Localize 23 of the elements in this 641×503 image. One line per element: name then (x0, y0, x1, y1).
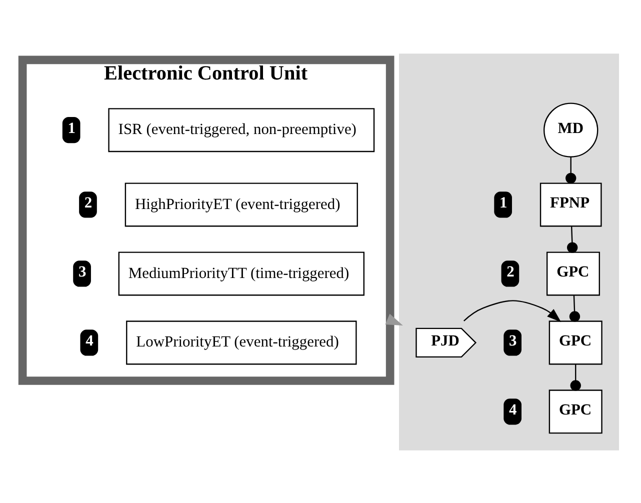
node-label: 4 (509, 401, 517, 418)
node-box: HighPriorityET (event-triggered) (124, 182, 358, 226)
node-label: 3 (509, 332, 517, 350)
node-box: GPC (548, 320, 602, 364)
node-circle: MD (544, 102, 598, 157)
node-label: 2 (84, 194, 92, 212)
node-label: 1 (499, 194, 508, 212)
node-label: 2 (506, 263, 514, 280)
connector (570, 364, 581, 390)
node-label: 4 (86, 332, 94, 350)
connector (569, 294, 580, 322)
node-box: FPNP (540, 182, 602, 226)
cluster (399, 53, 620, 450)
arrow (463, 300, 562, 322)
node-box: GPC (548, 389, 602, 434)
node-box: GPC (546, 251, 600, 296)
node-label: 1 (68, 119, 76, 136)
node-box: MediumPriorityTT (time-triggered) (118, 251, 364, 296)
node-box: LowPriorityET (event-triggered) (126, 320, 357, 364)
connector (566, 156, 576, 184)
node-box: ISR (event-triggered, non-preemptive) (108, 108, 375, 152)
connector (567, 226, 578, 252)
node-label: 3 (78, 263, 86, 280)
